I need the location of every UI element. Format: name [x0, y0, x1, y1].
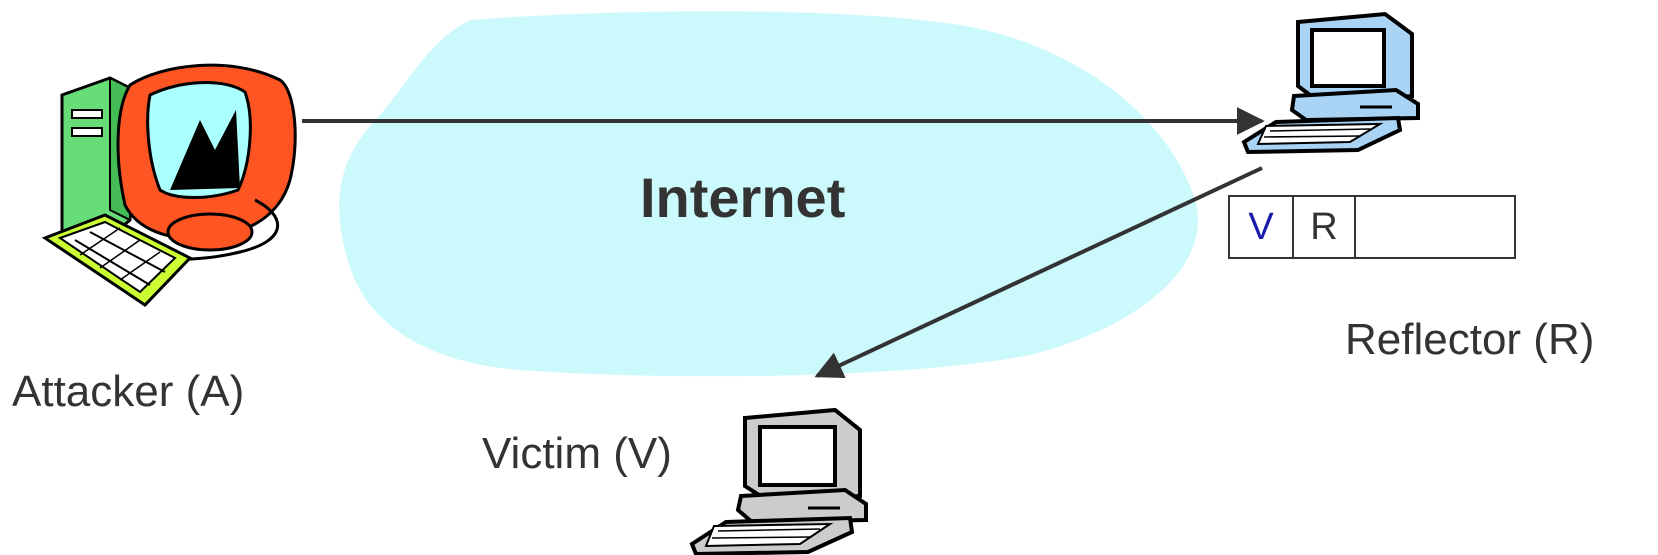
arrow-reflector-to-victim	[814, 166, 1263, 379]
victim-computer-icon	[689, 407, 868, 555]
spoofed-packet: V R	[1228, 195, 1516, 259]
attacker-computer-icon	[41, 63, 297, 307]
internet-cloud	[339, 11, 1198, 377]
reflector-label: Reflector (R)	[1345, 315, 1595, 364]
victim-label: Victim (V)	[482, 429, 672, 478]
packet-dest-field: R	[1294, 197, 1356, 257]
packet-source-field: V	[1230, 197, 1294, 257]
attacker-label: Attacker (A)	[12, 367, 245, 416]
internet-label: Internet	[640, 166, 846, 229]
packet-payload-field	[1356, 197, 1514, 257]
reflector-computer-icon	[1241, 11, 1420, 155]
